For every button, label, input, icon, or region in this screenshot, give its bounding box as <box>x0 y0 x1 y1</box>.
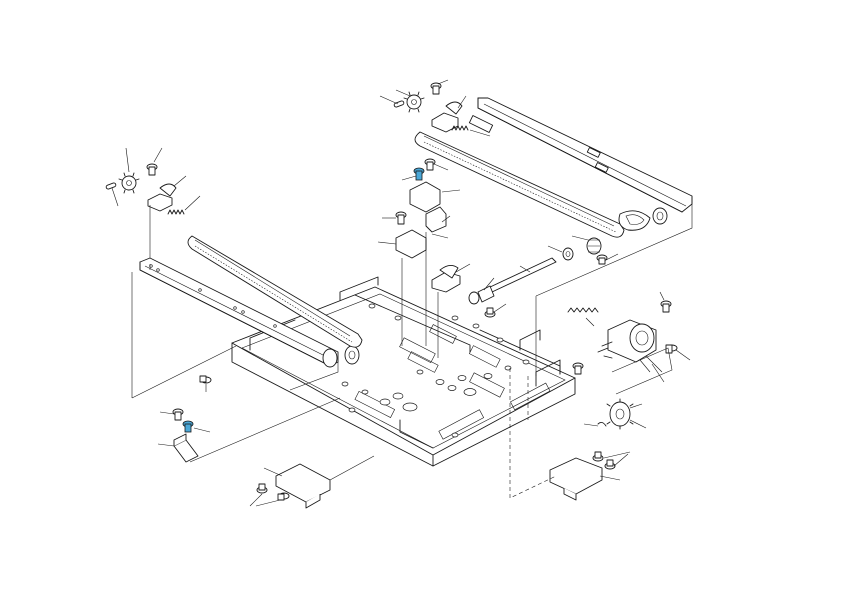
screw-icon <box>660 300 672 313</box>
screw-icon <box>430 82 442 95</box>
screw-icon <box>665 344 678 354</box>
gear-icon <box>586 237 602 255</box>
front-bracket <box>249 463 331 509</box>
screw-icon <box>146 163 158 176</box>
drive-shaft <box>468 235 619 318</box>
highlighted-screw-icon <box>182 420 194 433</box>
screw-icon <box>592 451 604 462</box>
screw-icon <box>256 483 268 494</box>
spring-icon <box>567 307 599 313</box>
right-rail <box>477 97 693 213</box>
assembly-guide-lines <box>131 196 693 499</box>
screw-icon <box>484 307 496 318</box>
bracket-icon <box>147 183 177 212</box>
gear <box>583 398 647 430</box>
screw-icon <box>604 459 616 470</box>
gear-icon <box>606 398 634 430</box>
lower-left-bracket <box>157 375 212 463</box>
spring-icon <box>451 125 469 131</box>
screw-icon <box>199 375 212 384</box>
right-tensioner <box>618 207 668 231</box>
screw-icon <box>596 254 608 265</box>
pin-icon <box>105 182 117 190</box>
motor-bracket <box>549 451 631 501</box>
left-pulley <box>322 345 360 368</box>
base-frame <box>231 276 576 467</box>
screw-icon <box>172 408 184 421</box>
pulley-icon <box>562 247 574 261</box>
pin-icon <box>393 100 405 108</box>
gear-icon <box>118 172 140 194</box>
gear-icon <box>403 91 425 113</box>
screw-icon <box>277 492 290 501</box>
highlighted-screw-icon <box>413 167 425 181</box>
left-timing-belt <box>187 235 363 348</box>
motor-assembly <box>567 291 691 383</box>
screw-icon <box>395 211 407 225</box>
pulley-icon <box>652 207 668 225</box>
right-timing-belt <box>414 131 625 238</box>
spring-icon <box>167 209 185 215</box>
screw-icon <box>424 158 436 171</box>
left-pulley-group <box>105 147 201 258</box>
center-brackets <box>377 158 471 358</box>
top-pulley-group <box>379 79 494 137</box>
screw-icon <box>572 362 584 375</box>
